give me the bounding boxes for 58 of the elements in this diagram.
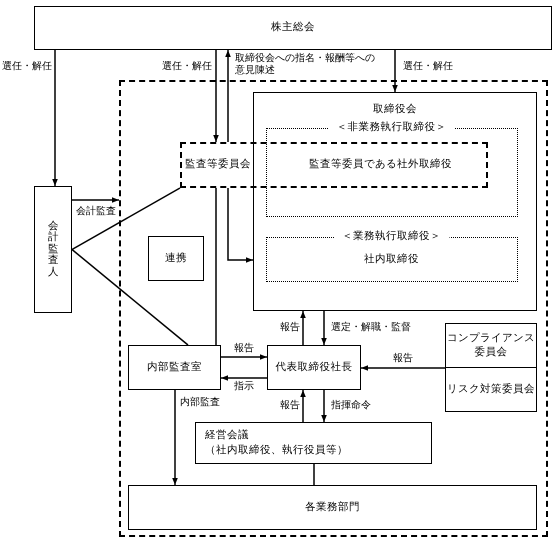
edge-label: 指示 [234,381,254,393]
connector-line [72,187,180,250]
arrow [227,188,253,263]
meeting-box [34,6,552,50]
arrow [72,197,119,203]
box-label: 内部監査室 [147,360,202,374]
committee-box [445,323,537,368]
edge-label: 選任・解任 [162,61,212,73]
committee-dashed-box [180,142,488,188]
box-label: 会計監査人 [48,220,58,278]
box-label: コンプライアンス委員会 [446,332,536,360]
box-label: 各業務部門 [305,500,360,514]
arrow [392,50,398,92]
edge-label: 報告 [280,400,300,412]
org-box [267,345,361,390]
edge-label: 指揮命令 [331,400,371,412]
box-label: 連携 [165,252,187,266]
org-box [128,345,221,390]
edge-label: 選任・解任 [403,61,453,73]
board-box [253,92,537,311]
edge-label: 内部監査 [180,397,220,409]
connector-line [72,248,188,346]
box-title: 取締役会 [373,103,417,117]
box-label: 監査等委員である社外取締役 [309,158,452,172]
arrow [300,311,306,345]
connector-line [215,188,217,345]
box-label: 株主総会 [271,21,315,35]
arrow [321,390,327,422]
arrow [225,50,231,142]
arrow [361,365,445,371]
arrow [213,50,219,142]
edge-label: 選定・解職・監督 [331,322,411,334]
edge-label: 選任・解任 [2,61,52,73]
arrow [221,375,267,381]
box-label: 社内取締役 [364,252,419,266]
box-label: 経営会議 [205,428,249,443]
committee-label: 監査等委員会 [185,158,251,172]
arrow [321,311,327,345]
edge-label: 会計監査 [76,206,116,218]
box-label: リスク対策委員会 [447,382,535,396]
edge-label: 取締役会への指名・報酬等への意見陳述 [235,53,377,77]
edge-label: 報告 [280,322,300,334]
group-heading: ＜非業務執行取締役＞ [328,120,454,134]
edge-label: 報告 [234,343,254,355]
arrow [52,50,58,186]
edge-label: 報告 [393,353,413,365]
org-box [195,422,432,464]
committee-box [445,368,537,412]
org-box [128,485,537,530]
group-heading: ＜業務執行取締役＞ [334,230,449,244]
arrow [300,390,306,422]
box-label: （社内取締役、執行役員等） [205,443,348,458]
connector-line [313,464,315,485]
arrow [172,390,178,485]
org-box [148,236,204,281]
arrow [221,354,267,360]
box-label: 代表取締役社長 [276,360,352,374]
auditor-box [34,186,72,313]
